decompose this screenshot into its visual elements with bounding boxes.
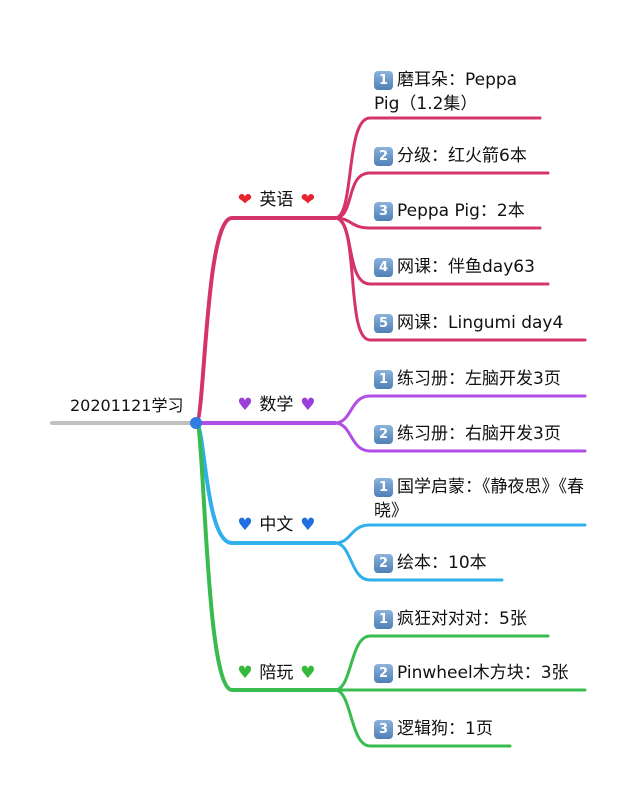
number-2-icon: 2 [374, 425, 393, 444]
blue-heart-icon: ♥ [300, 515, 316, 535]
number-1-icon: 1 [374, 71, 393, 90]
number-4-icon: 4 [374, 258, 393, 277]
chinese-item-2-connector [333, 541, 504, 582]
play-item-2-text: Pinwheel木方块：3张 [397, 663, 569, 683]
root-label: 20201121学习 [70, 396, 184, 415]
root-connector-dot [190, 417, 202, 429]
english-item-1-text: 磨耳朵：Peppa Pig（1.2集） [374, 70, 518, 114]
number-1-icon: 1 [374, 370, 393, 389]
english-trunk [194, 216, 337, 425]
branch-play-label: 陪玩 [259, 663, 294, 683]
english-item-5-text: 网课：Lingumi day4 [397, 313, 564, 333]
number-1-icon: 1 [374, 610, 393, 629]
english-item-3-text: Peppa Pig：2本 [397, 201, 525, 221]
number-5-icon: 5 [374, 314, 393, 333]
green-heart-icon: ♥ [237, 663, 253, 683]
number-2-icon: 2 [374, 147, 393, 166]
red-heart-icon: ❤ [237, 190, 253, 210]
math-item-1-text: 练习册：左脑开发3页 [397, 369, 561, 389]
purple-heart-icon: ♥ [300, 395, 316, 415]
play-item-3-connector [333, 688, 512, 748]
number-3-icon: 3 [374, 202, 393, 221]
number-2-icon: 2 [374, 554, 393, 573]
branch-play[interactable]: ♥ 陪玩 ♥ [236, 661, 317, 685]
branch-math-label: 数学 [259, 395, 294, 415]
english-item-4-text: 网课：伴鱼day63 [397, 257, 535, 277]
play-item-1-connector [333, 634, 550, 692]
blue-heart-icon: ♥ [237, 515, 253, 535]
number-2-icon: 2 [374, 664, 393, 683]
number-3-icon: 3 [374, 720, 393, 739]
english-item-2-text: 分级：红火箭6本 [397, 146, 527, 166]
english-item-5-connector [333, 216, 587, 342]
math-item-2-text: 练习册：右脑开发3页 [397, 424, 561, 444]
english-item-2-connector [333, 171, 550, 220]
branch-math[interactable]: ♥ 数学 ♥ [236, 393, 317, 417]
branch-english-label: 英语 [259, 190, 294, 210]
english-item-1-connector [333, 116, 542, 220]
green-heart-icon: ♥ [300, 663, 316, 683]
chinese-item-2-text: 绘本：10本 [397, 553, 487, 573]
branch-chinese[interactable]: ♥ 中文 ♥ [236, 513, 317, 537]
play-trunk [194, 421, 337, 692]
red-heart-icon: ❤ [300, 190, 315, 210]
chinese-item-1-connector [333, 523, 587, 545]
chinese-item-1-text: 国学启蒙：《静夜思》《春晓》 [374, 477, 584, 521]
branch-chinese-label: 中文 [259, 515, 294, 535]
play-item-1-text: 疯狂对对对：5张 [397, 609, 527, 629]
branch-english[interactable]: ❤ 英语 ❤ [236, 188, 317, 212]
purple-heart-icon: ♥ [237, 395, 253, 415]
math-item-2-connector [333, 421, 587, 453]
root-node[interactable]: 20201121学习 [70, 394, 183, 418]
math-item-1-connector [333, 394, 587, 425]
play-item-3-text: 逻辑狗：1页 [397, 719, 493, 739]
number-1-icon: 1 [374, 478, 393, 497]
